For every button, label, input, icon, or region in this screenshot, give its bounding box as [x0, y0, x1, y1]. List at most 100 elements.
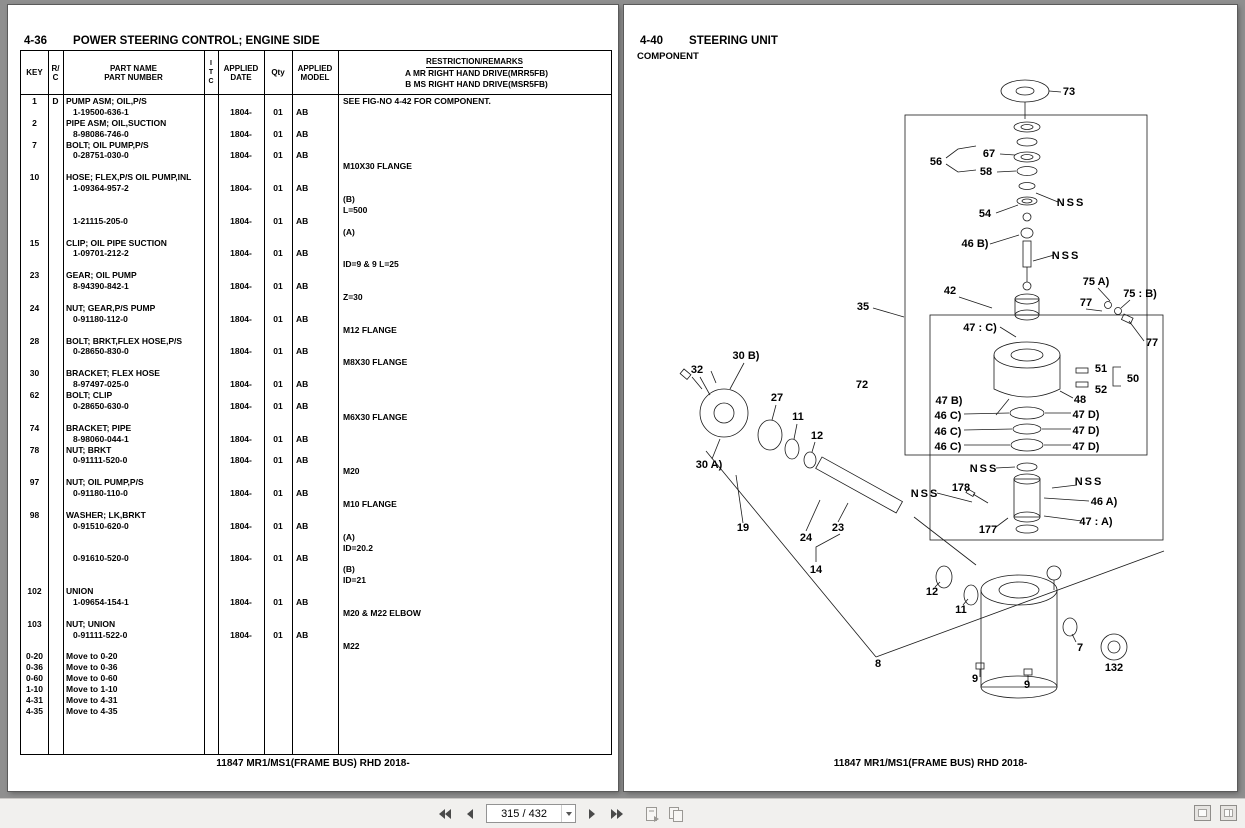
column-divider [264, 51, 265, 754]
right-page-title: STEERING UNIT [689, 35, 778, 47]
table-line: (B) [343, 564, 355, 575]
col-header-rc: R/ C [51, 63, 60, 82]
diagram-callout: 47 D) [1073, 425, 1100, 437]
diagram-callout: 42 [944, 285, 956, 297]
diagram-callout: 47 : C) [963, 322, 997, 334]
parts-table: KEY R/ C PART NAME PART NUMBER I T C APP… [20, 50, 612, 755]
diagram-callout: 75 A) [1083, 276, 1110, 288]
diagram-callout: 46 B) [962, 238, 989, 250]
diagram-callout: 32 [691, 364, 703, 376]
right-section-number: 4-40 [640, 35, 664, 47]
single-page-view-icon[interactable] [1194, 805, 1211, 821]
page-number-combobox[interactable]: 315 / 432 [486, 804, 576, 823]
diagram-callout: 52 [1095, 384, 1107, 396]
viewer-toolbar: 315 / 432 [0, 798, 1245, 828]
table-line: Z=30 [343, 292, 363, 303]
col-header-itc: I T C [208, 60, 214, 85]
diagram-callout: 132 [1105, 662, 1123, 674]
page-tools [643, 805, 685, 823]
table-line: M10 FLANGE [343, 498, 397, 509]
diagram-callout: NSS [911, 488, 940, 500]
left-page-title: POWER STEERING CONTROL; ENGINE SIDE [73, 35, 320, 47]
table-line: (A) [343, 531, 355, 542]
first-page-button[interactable] [436, 805, 454, 823]
remarks-title: RESTRICTION/REMARKS [426, 57, 523, 68]
snapshot-icon[interactable] [643, 805, 661, 823]
table-line: M10X30 FLANGE [343, 161, 412, 172]
table-line: (A) [343, 226, 355, 237]
page-navigation: 315 / 432 [436, 804, 685, 823]
diagram-callout: NSS [1075, 476, 1104, 488]
diagram-callout: 56 [930, 156, 942, 168]
right-page-subtitle: COMPONENT [637, 51, 699, 62]
table-line: (B) [343, 194, 355, 205]
diagram-callout: 47 B) [936, 395, 963, 407]
diagram-callout: 7 [1077, 642, 1083, 654]
chevron-down-icon[interactable] [561, 805, 575, 822]
diagram-callout: 51 [1095, 363, 1107, 375]
last-page-button[interactable] [608, 805, 626, 823]
diagram-callout: 73 [1063, 86, 1075, 98]
diagram-callout: 47 D) [1073, 409, 1100, 421]
diagram-callout: 75 : B) [1123, 288, 1157, 300]
diagram-callout: 47 : A) [1079, 516, 1113, 528]
diagram-callout: 50 [1127, 373, 1139, 385]
diagram-callout: 9 [1024, 679, 1030, 691]
table-line: ID=21 [343, 575, 366, 586]
diagram-callout: 77 [1146, 337, 1158, 349]
col-header-applied-date: APPLIED DATE [223, 63, 259, 82]
diagram-callout: 67 [983, 148, 995, 160]
page-number-value: 315 / 432 [501, 807, 547, 820]
table-line: M20 [343, 466, 360, 477]
facing-pages-view-icon[interactable] [1220, 805, 1237, 821]
previous-page-button[interactable] [461, 805, 479, 823]
diagram-callout: 46 A) [1091, 496, 1118, 508]
diagram-callout: 177 [979, 524, 997, 536]
table-line: ID=20.2 [343, 542, 374, 553]
table-line: M20 & M22 ELBOW [343, 607, 421, 618]
diagram-callout: 19 [737, 522, 749, 534]
next-page-button[interactable] [583, 805, 601, 823]
diagram-callout: 178 [952, 482, 970, 494]
diagram-callout: NSS [1057, 197, 1086, 209]
table-line: M8X30 FLANGE [343, 357, 408, 368]
left-section-number: 4-36 [24, 35, 48, 47]
copy-page-icon[interactable] [667, 805, 685, 823]
column-divider [48, 51, 49, 754]
table-line: M12 FLANGE [343, 324, 397, 335]
diagram-callout: 58 [980, 166, 992, 178]
header-divider [21, 94, 611, 95]
diagram-callout: 14 [810, 564, 823, 576]
diagram-callout: 46 C) [935, 441, 962, 453]
page-layout-controls [1194, 805, 1237, 821]
